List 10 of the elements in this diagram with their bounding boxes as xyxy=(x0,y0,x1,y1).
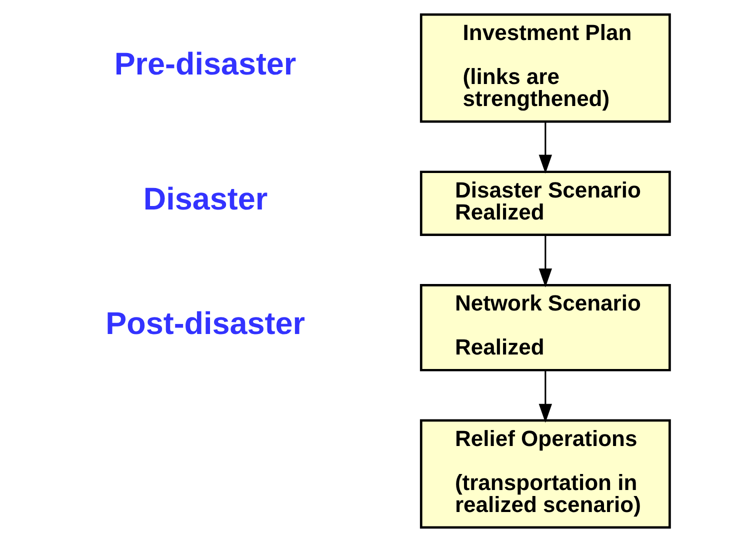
node-box: Investment Plan (links are strengthened) xyxy=(419,13,670,123)
label: Pre-disaster xyxy=(114,46,296,82)
arrow xyxy=(538,234,552,288)
node-box: Network Scenario Realized xyxy=(419,284,670,372)
node-box: Relief Operations (transportation in realized scenario) xyxy=(419,419,670,529)
arrow xyxy=(538,122,552,174)
label: Disaster xyxy=(142,182,268,217)
arrow xyxy=(538,370,552,423)
node-box: Disaster Scenario Realized xyxy=(419,170,670,236)
label: Post-disaster xyxy=(105,306,304,341)
